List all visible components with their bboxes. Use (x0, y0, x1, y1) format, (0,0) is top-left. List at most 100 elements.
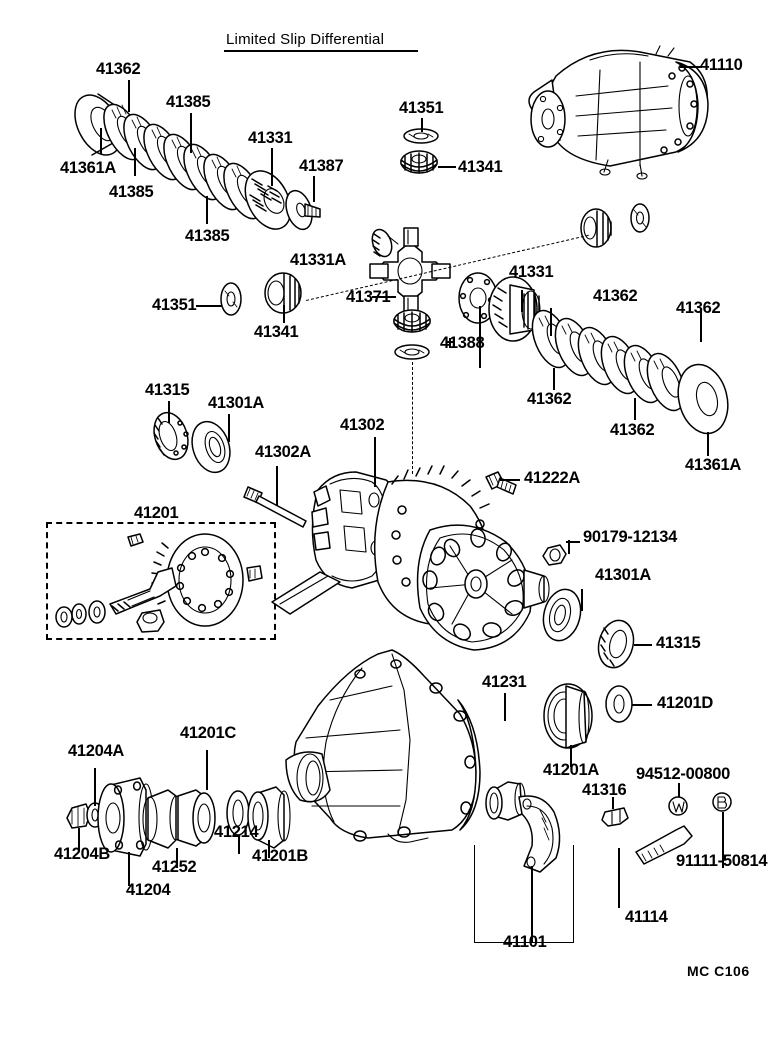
leader-41388 (449, 338, 451, 348)
leader-41204B (78, 828, 80, 850)
leader-41362-r4 (700, 310, 702, 342)
callout-41302A: 41302A (255, 443, 311, 461)
leader-41110 (680, 66, 702, 68)
leader-41331-right (521, 290, 523, 312)
leader-41301A-left (228, 414, 230, 442)
callout-41331-right: 41331 (509, 263, 554, 281)
callout-41302: 41302 (340, 416, 385, 434)
callout-41388: 41388 (440, 334, 485, 352)
thrust-washer-pinion-upper-art (400, 128, 439, 174)
callout-41361A-top: 41361A (60, 159, 116, 177)
bearing-race-right-art (542, 588, 635, 669)
leader-41331-top (271, 148, 273, 186)
leader-41387 (313, 176, 315, 202)
callout-41301A-left: 41301A (208, 394, 264, 412)
callout-41114: 41114 (625, 908, 668, 926)
leader-90179-h (566, 541, 580, 543)
leader-41214 (238, 836, 240, 854)
callout-41204: 41204 (126, 881, 171, 899)
leader-41385-a (190, 113, 192, 153)
leader-41351-upper (421, 118, 423, 132)
callout-41201B: 41201B (252, 847, 308, 865)
leader-41362-r3 (634, 398, 636, 420)
leader-41302 (374, 437, 376, 487)
case-bolt-right-art (485, 471, 517, 495)
callout-41201C: 41201C (180, 724, 236, 742)
case-nut-art (542, 544, 567, 566)
ring-and-pinion-group-box (46, 522, 276, 640)
leader-41201B (268, 840, 270, 858)
callout-41341-upper: 41341 (458, 158, 503, 176)
group-bracket-41101 (474, 845, 574, 943)
leader-41114 (618, 848, 620, 908)
callout-41362-r1: 41362 (593, 287, 638, 305)
leader-41201C (206, 750, 208, 790)
leader-41361A-top (100, 128, 102, 154)
leader-90179 (568, 540, 570, 554)
callout-41341-left: 41341 (254, 323, 299, 341)
leader-41351-left (196, 305, 222, 307)
leader-41316 (612, 797, 614, 809)
leader-41362-r2 (553, 368, 555, 390)
spider-pinion-pair-art (580, 203, 650, 248)
callout-41204A: 41204A (68, 742, 124, 760)
callout-41204B: 41204B (54, 845, 110, 863)
page-title: Limited Slip Differential (226, 31, 385, 48)
callout-41315-left: 41315 (145, 381, 190, 399)
callout-41385-a: 41385 (166, 93, 211, 111)
callout-41385-c: 41385 (185, 227, 230, 245)
callout-41387: 41387 (299, 157, 344, 175)
leader-41385-b (134, 148, 136, 176)
callout-41201D: 41201D (657, 694, 713, 712)
pinion-thrust-washer-art (393, 309, 431, 360)
leader-41341-left (283, 305, 285, 323)
main-carrier-housing-art (285, 649, 481, 843)
leader-94512 (678, 783, 680, 797)
callout-41301A-right: 41301A (595, 566, 651, 584)
leader-41361A-right (707, 432, 709, 456)
callout-90179-12134: 90179-12134 (583, 528, 677, 546)
leader-41371 (372, 296, 396, 298)
leader-41204A (94, 768, 96, 806)
callout-41214: 41214 (214, 823, 259, 841)
callout-41385-b: 41385 (109, 183, 154, 201)
callout-41110: 41110 (700, 56, 743, 74)
callout-41362-r2: 41362 (527, 390, 572, 408)
bearing-race-left-art (153, 411, 231, 474)
leader-41201A (570, 745, 572, 767)
leader-41362-r1 (550, 308, 552, 336)
sheet-code: MC C106 (687, 963, 750, 979)
callout-41316: 41316 (582, 781, 627, 799)
leader-41341-upper (438, 166, 456, 168)
leader-41362 (128, 80, 130, 112)
callout-41361A-right: 41361A (685, 456, 741, 474)
leader-41222A (500, 479, 520, 481)
callout-41362-r3: 41362 (610, 421, 655, 439)
leader-41231 (504, 693, 506, 721)
leader-41388-case (479, 306, 481, 368)
callout-41231: 41231 (482, 673, 527, 691)
callout-41362-r4: 41362 (676, 299, 721, 317)
leader-41315-left (168, 401, 170, 423)
leader-41201D (632, 704, 652, 706)
callout-41351-left: 41351 (152, 296, 197, 314)
title-underline (224, 50, 418, 53)
callout-41222A: 41222A (524, 469, 580, 487)
callout-91111-50814: 91111-50814 (676, 852, 768, 870)
callout-41371: 41371 (346, 288, 391, 306)
thrust-washer-pinion-left-art (220, 272, 302, 316)
callout-41331-top: 41331 (248, 129, 293, 147)
leader-41388-h (446, 341, 454, 343)
lsd-clutch-pack-right-art (531, 309, 729, 435)
case-bolt-left-art (243, 486, 307, 528)
differential-case-art (271, 465, 550, 651)
leader-41204 (128, 852, 130, 886)
leader-41101 (531, 866, 533, 942)
callout-41101: 41101 (503, 933, 547, 951)
side-gear-right-art (458, 272, 541, 342)
callout-41201A: 41201A (543, 761, 599, 779)
leader-91111 (722, 812, 724, 868)
leader-41252 (176, 848, 178, 868)
